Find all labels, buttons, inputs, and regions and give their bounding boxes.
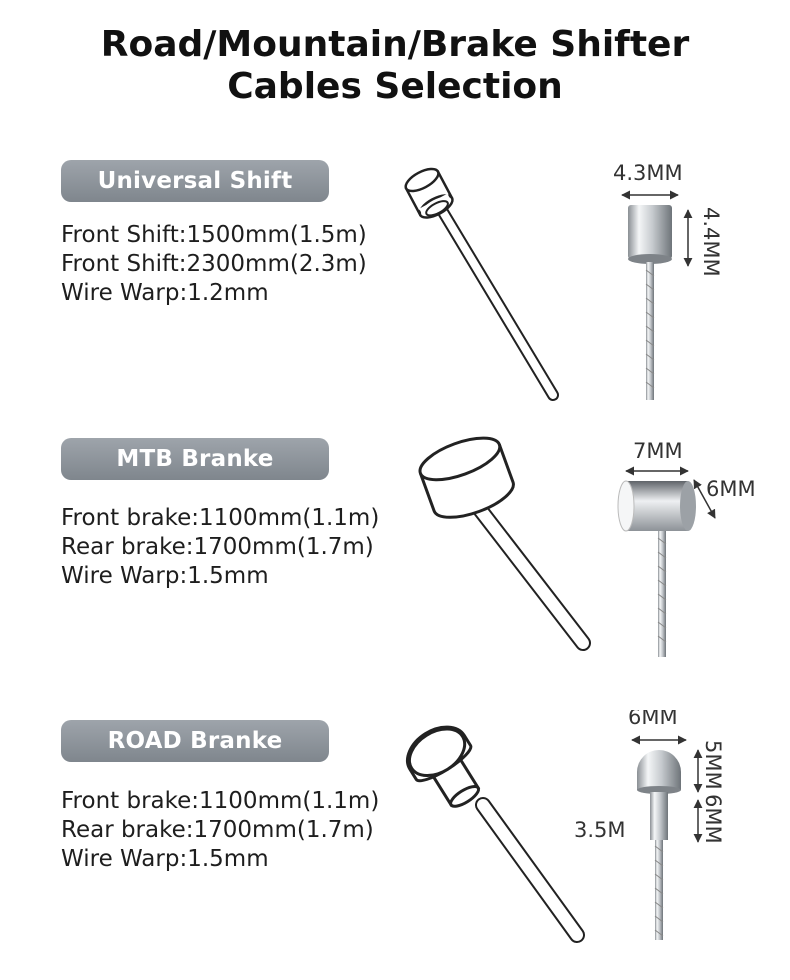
mtb-brake-cable-illustration: [418, 436, 591, 651]
section-universal-shift: Universal Shift Front Shift:1500mm(1.5m)…: [0, 150, 790, 420]
spec-line: Rear brake:1700mm(1.7m): [61, 534, 374, 560]
universal-shift-label: Universal Shift: [61, 160, 329, 202]
road-brake-specs: Front brake:1100mm(1.1m) Rear brake:1700…: [61, 787, 379, 874]
spec-line: Wire Warp:1.2mm: [61, 280, 269, 306]
road-brake-dimension-diagram: 6MM 5MM 6MM 3.5M: [574, 710, 725, 940]
page-title-line-1: Road/Mountain/Brake Shifter: [100, 24, 690, 65]
universal-shift-specs: Front Shift:1500mm(1.5m) Front Shift:230…: [61, 221, 367, 308]
spec-line: Front Shift:2300mm(2.3m): [61, 251, 367, 277]
spec-line: Rear brake:1700mm(1.7m): [61, 817, 374, 843]
section-mtb-brake: MTB Branke Front brake:1100mm(1.1m) Rear…: [0, 428, 790, 698]
spec-line: Wire Warp:1.5mm: [61, 846, 269, 872]
road-brake-neck-width-label: 3.5M: [574, 818, 626, 842]
spec-line: Front brake:1100mm(1.1m): [61, 788, 380, 814]
mtb-brake-dimension-diagram: 7MM 6MM: [617, 439, 756, 657]
spec-line: Wire Warp:1.5mm: [61, 563, 269, 589]
spec-line: Front brake:1100mm(1.1m): [61, 505, 380, 531]
mtb-brake-width-label: 7MM: [633, 439, 683, 463]
page-title: Road/Mountain/Brake Shifter Cables Selec…: [0, 24, 790, 108]
page-title-line-2: Cables Selection: [227, 66, 563, 107]
mtb-brake-label: MTB Branke: [61, 438, 329, 480]
section-road-brake: ROAD Branke Front brake:1100mm(1.1m) Rea…: [0, 710, 790, 980]
road-brake-label: ROAD Branke: [61, 720, 329, 762]
universal-shift-height-label: 4.4MM: [699, 207, 723, 277]
road-brake-head-height-label: 5MM: [701, 740, 725, 790]
universal-shift-cable-illustration: [404, 167, 559, 401]
universal-shift-dimension-diagram: 4.3MM 4.4MM: [613, 161, 723, 400]
universal-shift-width-label: 4.3MM: [613, 161, 683, 185]
road-brake-cable-illustration: [406, 725, 585, 943]
mtb-brake-specs: Front brake:1100mm(1.1m) Rear brake:1700…: [61, 504, 379, 591]
spec-line: Front Shift:1500mm(1.5m): [61, 222, 367, 248]
road-brake-neck-height-label: 6MM: [701, 794, 725, 844]
mtb-brake-depth-label: 6MM: [706, 477, 756, 501]
road-brake-width-label: 6MM: [628, 710, 678, 729]
